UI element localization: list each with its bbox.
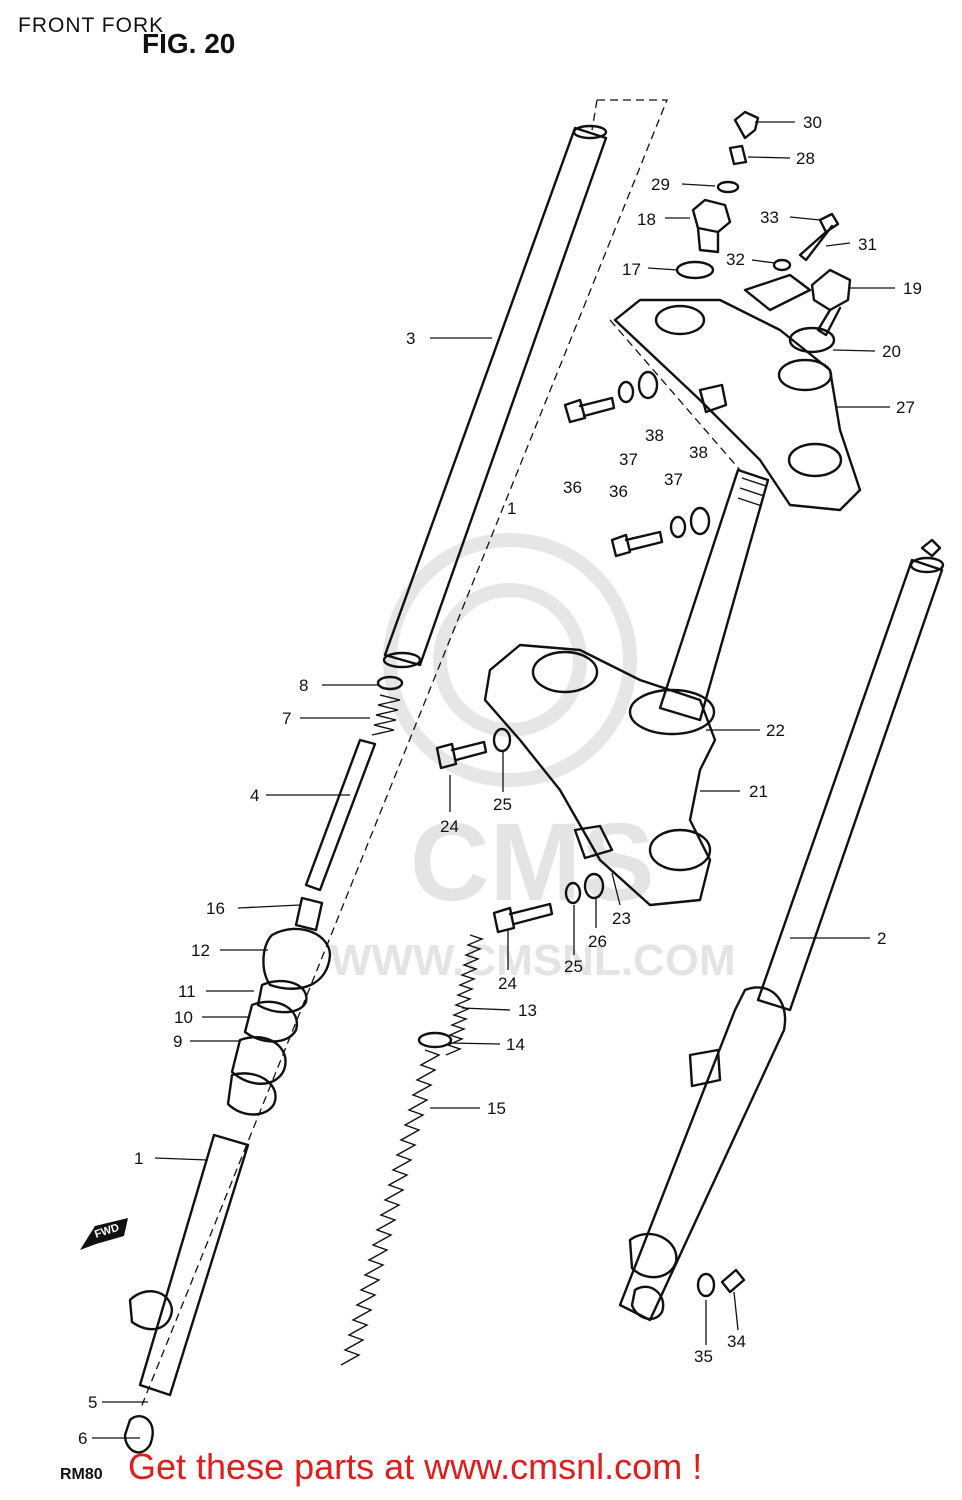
clamp-bolt-upper [563,396,616,424]
fork-spring [340,934,484,1366]
pinch-bolt [798,212,840,262]
diagram-code: RM80 [60,1466,103,1483]
page-title: FRONT FORK [18,14,165,37]
axle-nut [720,1268,746,1294]
damper-rod [304,738,377,892]
fork-assembly-right [618,538,945,1322]
air-valve [716,110,760,194]
callout-13: 13 [518,1001,537,1020]
callout-16: 16 [206,899,225,918]
callout-35: 35 [694,1347,713,1366]
callout-19: 19 [903,279,922,298]
stem-washer [675,260,715,280]
callout-24-upper: 24 [440,817,459,836]
callout-4: 4 [250,786,259,805]
steering-stem [658,468,770,722]
callout-38-lower: 38 [689,443,708,462]
callout-23: 23 [612,909,631,928]
fork-inner-tube-left [382,124,608,669]
pinch-nut [772,258,792,272]
callout-14: 14 [506,1035,525,1054]
callout-37-lower: 37 [664,470,683,489]
watermark-url: WWW.CMSNL.COM [330,936,736,985]
callout-5: 5 [88,1393,97,1412]
callout-15: 15 [487,1099,506,1118]
figure-label: FIG. 20 [142,28,236,59]
spring-washer-upper [617,380,635,404]
clamp-bolt-lower [610,530,664,558]
callout-21: 21 [749,782,768,801]
callout-1: 1 [134,1149,143,1168]
leader-lines [92,121,895,1439]
callout-26: 26 [588,932,607,951]
callout-37-upper: 37 [619,450,638,469]
flat-washer-lower [689,506,711,536]
callout-24-lower: 24 [498,974,517,993]
callout-1-upper: 1 [507,499,516,518]
lower-bracket [483,643,717,907]
fork-outer-tube-left [123,1133,250,1454]
flat-washer-upper [637,370,659,400]
callout-30: 30 [803,113,822,132]
bracket-washer-flat [583,872,605,900]
spring-washer-lower [669,515,687,539]
callout-9: 9 [173,1032,182,1051]
promo-link[interactable]: Get these parts at www.cmsnl.com ! [128,1446,703,1487]
callout-10: 10 [174,1008,193,1027]
callout-8: 8 [299,676,308,695]
callout-22: 22 [766,721,785,740]
callout-17: 17 [622,260,641,279]
bolt-washer [788,326,836,354]
bracket-washer-lower [564,881,582,905]
assembly-guides [139,99,741,1411]
forward-arrow: FWD [80,1218,128,1250]
callout-18: 18 [637,210,656,229]
bracket-bolt-upper [435,740,488,770]
callout-27: 27 [896,398,915,417]
callout-20: 20 [882,342,901,361]
callout-3: 3 [406,329,415,348]
callout-38-upper: 38 [645,426,664,445]
callout-12: 12 [191,941,210,960]
callout-29: 29 [651,175,670,194]
rebound-spring [371,675,404,736]
axle-washer [696,1272,716,1298]
callout-2: 2 [877,929,886,948]
callout-25-upper: 25 [493,795,512,814]
left-fork-seals [226,927,332,1116]
upper-bracket [613,273,862,512]
damper-piston [294,896,324,932]
callout-33: 33 [760,208,779,227]
callout-34: 34 [727,1332,746,1351]
callout-25-lower: 25 [564,957,583,976]
callout-31: 31 [858,235,877,254]
handlebar-bolt [810,268,852,337]
watermark-brand: CMS [410,801,654,924]
callout-28: 28 [796,149,815,168]
callout-32: 32 [726,250,745,269]
bracket-bolt-lower [492,902,554,934]
callout-36-upper: 36 [563,478,582,497]
bracket-washer-upper [492,727,512,753]
watermark: CMS WWW.CMSNL.COM [330,533,736,985]
callouts: 30 28 29 18 33 31 32 17 19 3 20 27 36 37… [78,113,922,1448]
callout-6: 6 [78,1429,87,1448]
callout-7: 7 [282,709,291,728]
callout-11: 11 [178,982,196,1001]
callout-36-lower: 36 [609,482,628,501]
stem-nut [691,198,732,254]
